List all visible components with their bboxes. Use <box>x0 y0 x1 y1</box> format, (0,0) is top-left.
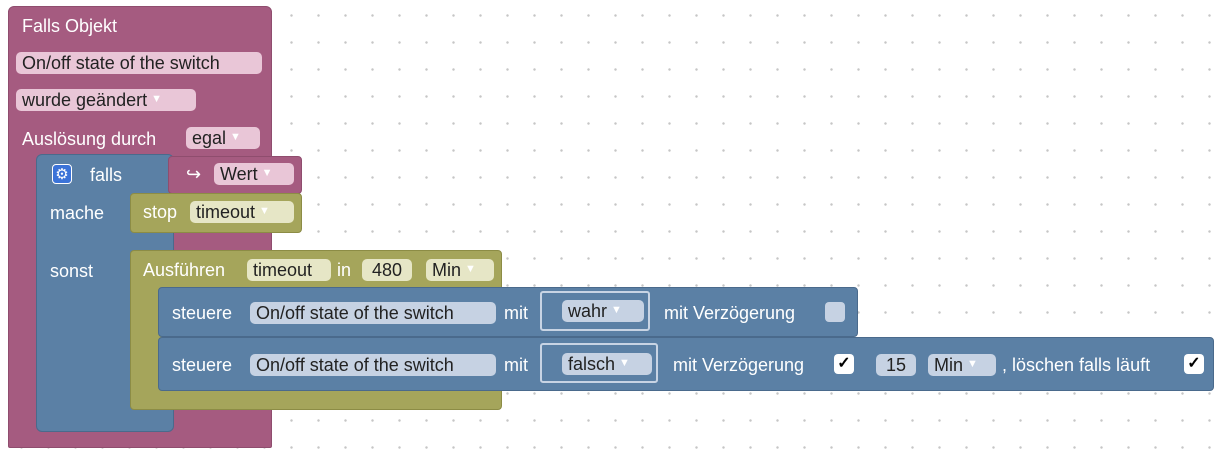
control-2-delay-amount-field[interactable]: 15 <box>876 354 916 376</box>
dropdown-arrow-icon: ▼ <box>967 358 978 371</box>
else-label: sonst <box>50 261 94 281</box>
value-dropdown[interactable]: Wert▼ <box>214 163 294 185</box>
control-2-value-socket <box>540 343 658 383</box>
control-2-delay-unit: Min <box>934 355 964 375</box>
dropdown-arrow-icon: ▼ <box>151 93 162 106</box>
timeout-amount-field[interactable]: 480 <box>362 259 412 281</box>
dropdown-arrow-icon: ▼ <box>619 357 630 370</box>
gear-icon[interactable]: ⚙ <box>52 164 72 184</box>
control-2-delay-label: mit Verzögerung <box>673 355 805 375</box>
trigger-title: Falls Objekt <box>22 16 118 36</box>
timeout-unit-dropdown[interactable]: Min▼ <box>426 259 494 281</box>
dropdown-arrow-icon: ▼ <box>259 205 270 218</box>
control-2-object-field[interactable]: On/off state of the switch <box>250 354 496 376</box>
control-2-delay-checkbox[interactable]: ✓ <box>834 354 854 374</box>
control-1-value: wahr <box>568 301 608 321</box>
control-1-delay-checkbox[interactable] <box>825 302 845 322</box>
stop-timer-value: timeout <box>196 202 256 222</box>
stop-timer-dropdown[interactable]: timeout▼ <box>190 201 294 223</box>
control-1-value-socket <box>540 291 650 331</box>
control-2-value: falsch <box>568 354 616 374</box>
trigger-by-value: egal <box>192 128 227 148</box>
control-1-delay-label: mit Verzögerung <box>664 303 796 323</box>
control-1-label: steuere <box>172 303 233 323</box>
timeout-in-label: in <box>337 260 352 280</box>
object-field[interactable]: On/off state of the switch <box>16 52 262 74</box>
do-label: mache <box>50 203 105 223</box>
stop-label: stop <box>143 202 178 222</box>
control-2-with-label: mit <box>504 355 528 375</box>
control-2-clear-checkbox[interactable]: ✓ <box>1184 354 1204 374</box>
dropdown-arrow-icon: ▼ <box>261 167 273 180</box>
control-2-value-dropdown[interactable]: falsch▼ <box>562 353 652 375</box>
value-arrow-icon: ↪ <box>186 164 202 184</box>
control-2-clear-label: , löschen falls läuft <box>1002 355 1151 375</box>
dropdown-arrow-icon: ▼ <box>230 131 241 144</box>
control-2-label: steuere <box>172 355 233 375</box>
control-2-delay-unit-dropdown[interactable]: Min▼ <box>928 354 996 376</box>
timeout-label: Ausführen <box>143 260 226 280</box>
control-block-1[interactable] <box>158 287 858 337</box>
timeout-unit-value: Min <box>432 260 462 280</box>
dropdown-arrow-icon: ▼ <box>465 263 476 276</box>
if-label: falls <box>90 165 123 185</box>
condition-value: wurde geändert <box>22 90 148 110</box>
trigger-by-dropdown[interactable]: egal▼ <box>186 127 260 149</box>
dropdown-arrow-icon: ▼ <box>611 304 622 317</box>
trigger-by-label: Auslösung durch <box>22 129 157 149</box>
value-field: Wert <box>220 164 258 184</box>
timeout-name-field[interactable]: timeout <box>247 259 331 281</box>
condition-dropdown[interactable]: wurde geändert▼ <box>16 89 196 111</box>
control-1-with-label: mit <box>504 303 528 323</box>
control-1-value-dropdown[interactable]: wahr▼ <box>562 300 644 322</box>
control-block-2[interactable] <box>158 337 1214 391</box>
control-1-object-field[interactable]: On/off state of the switch <box>250 302 496 324</box>
